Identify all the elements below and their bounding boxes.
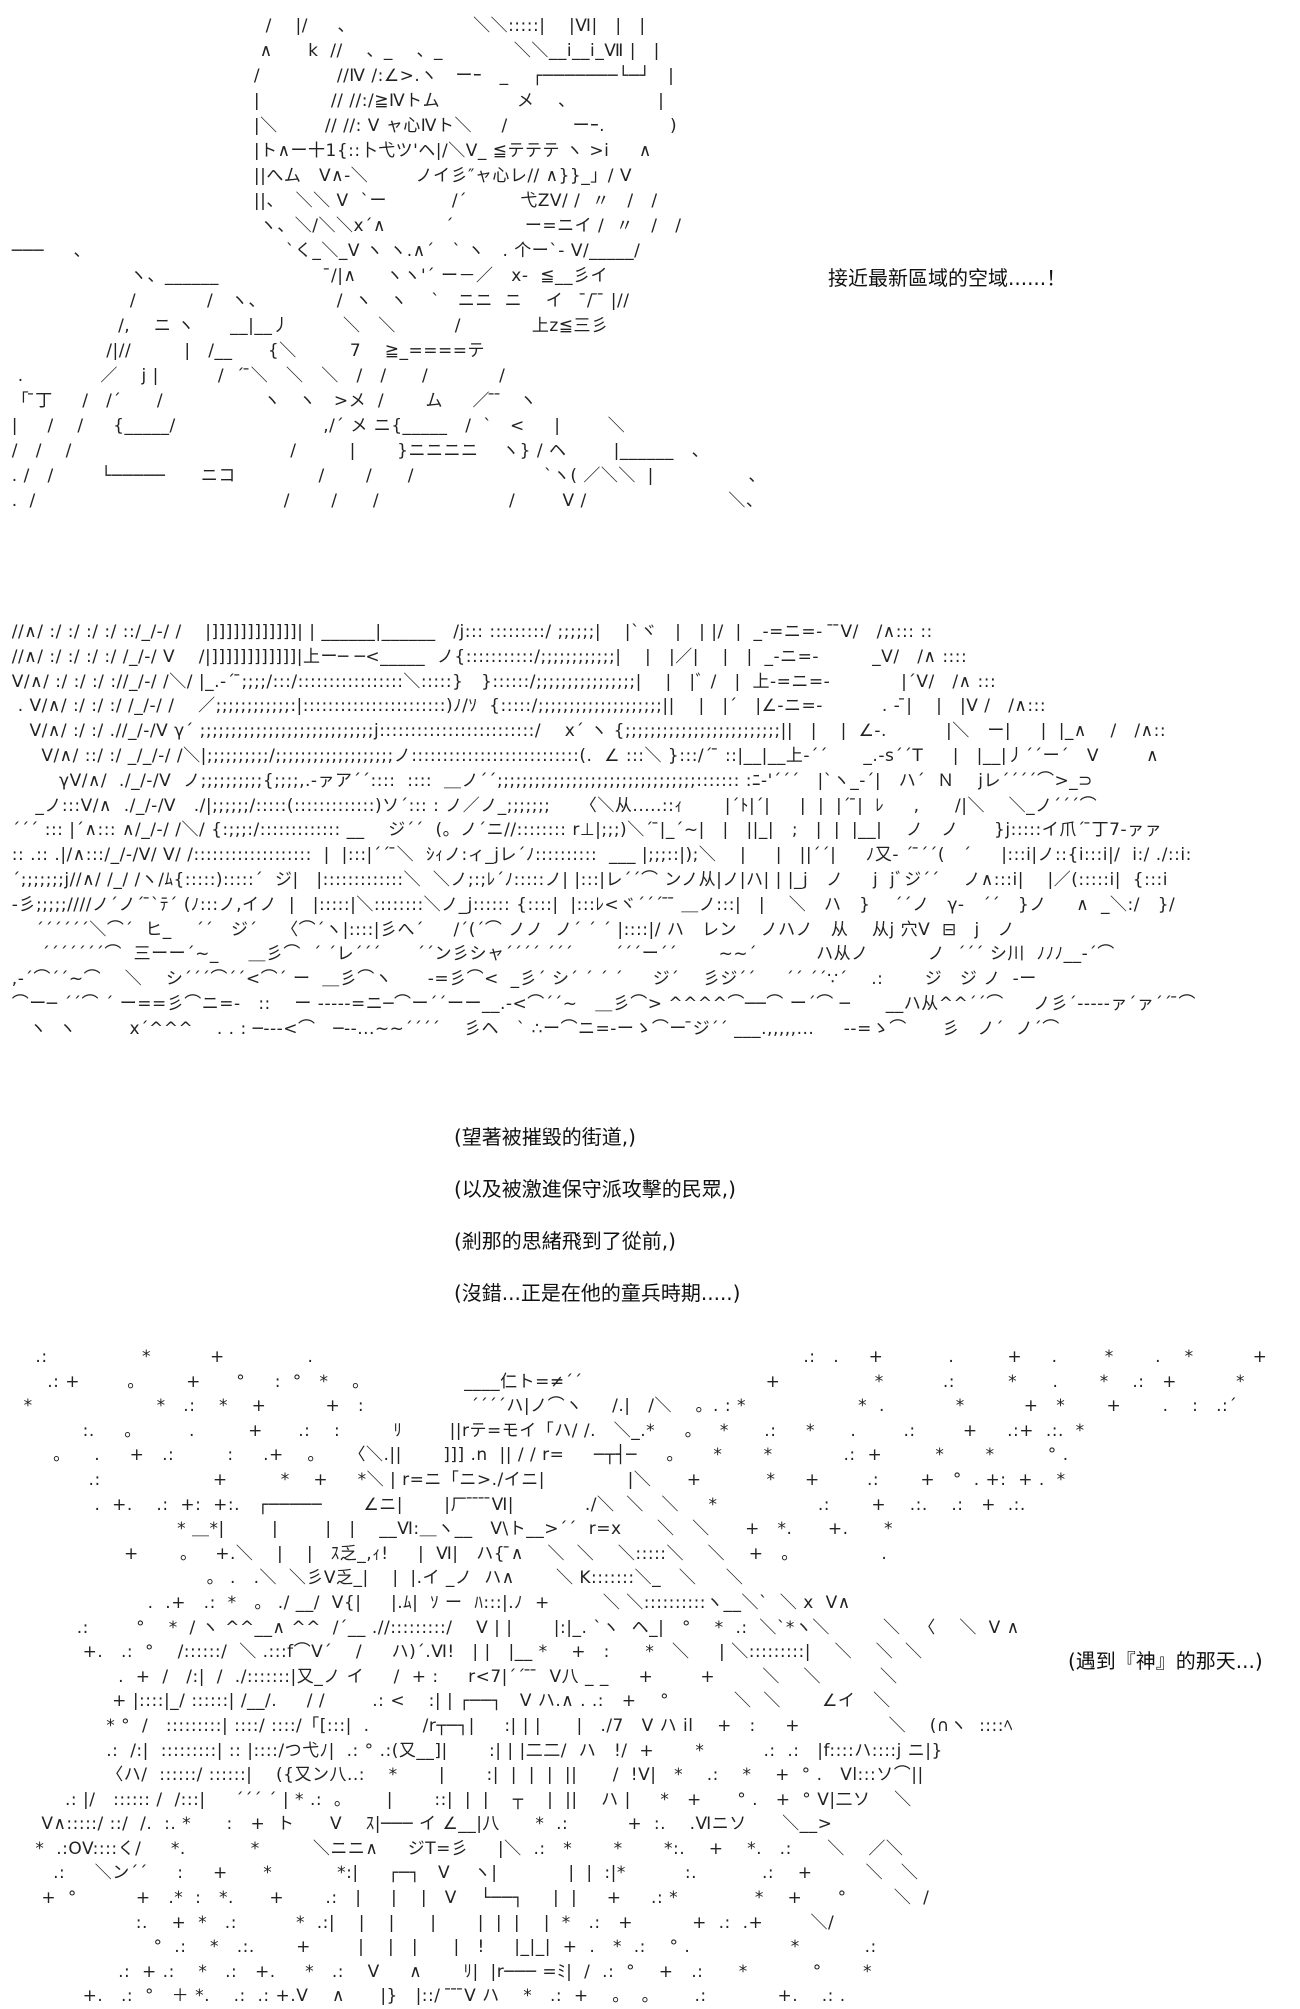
art-line: .: ° * / ヽ ^^__∧ ^^ /´__ .//:::::::::/ V… bbox=[0, 1617, 1020, 1638]
art-line: _ノ:::V/∧ ./_/-/V ./|;;;;;;/:::::(:::::::… bbox=[0, 795, 1098, 816]
art-line: ´´´´´´´⌒ 三ーー´~_ ＿彡⌒ ´ ´レ´´´ ´´ン彡シャ´´´´ ´… bbox=[0, 944, 1115, 965]
caption-panel-3: (遇到『神』的那天...) bbox=[1068, 1649, 1263, 1673]
art-line: -彡;;;;;////ノ´ノ´ ̄`ﾃ´ (ﾉ:::ノ,イノ | |:::::|… bbox=[0, 894, 1176, 915]
art-line: + |::::|_/ ::::::| /__/. / / .: < :| | ┌… bbox=[0, 1691, 891, 1712]
art-line: ´;;;;;;;j//∧/ /_/ /ヽ∕ﾑ{:::::):::::´ ジ| |… bbox=[0, 869, 1169, 890]
caption-thoughts: (剎那的思緒飛到了從前,) bbox=[454, 1229, 676, 1253]
art-line: .: |/ :::::: / /:::| ´´´ ´ | * .: 。 | ::… bbox=[0, 1789, 912, 1810]
art-line: ─── 、 `く_＼_V ヽ ヽ.∧´ ` ヽ . 个ー`- V/_____/ bbox=[0, 241, 641, 261]
art-line: ´´´´´´＼⌒´ ヒ_ ´´ ジ´ 〈⌒´ヽ|::::|彡へ´ /´(´⌒ ノ… bbox=[0, 919, 1015, 940]
art-line: . / / └───── ニコ / / / `ヽ( ／＼＼ | 、 bbox=[0, 466, 766, 486]
art-line: .: /:| :::::::::| :: |::::/つ弋ﾉ| .: ° .:(… bbox=[0, 1740, 943, 1761]
art-line: | / / {_____/ ,/´ メ ニ{_____ / ` < | ＼ bbox=[0, 416, 626, 436]
art-line: | // //:/≧Ⅳトム メ 、 | bbox=[0, 91, 665, 111]
art-line: :: .:: .|/∧:::/_/-/V/ V/ /::::::::::::::… bbox=[0, 845, 1192, 866]
art-line: ´´´ ::: |´∧::: ∧/_/-/ /＼/ {:;;;:/:::::::… bbox=[0, 820, 1163, 841]
art-line: . +. .: +: +:. ┌───── ∠ニ| |ㄏ ̄ ̄ ̄ ̄Ⅵ| .… bbox=[0, 1494, 1026, 1515]
art-line: //∧/ :/ :/ :/ :/ ::/_/-/ / |]]]]]]]]]]]]… bbox=[0, 622, 933, 642]
art-line: / |/ 、 ＼＼:::::| |Ⅵ| | | bbox=[0, 16, 646, 36]
art-line: ヽ、＼/＼＼x´∧ ´ ー=ニイ / 〃 / / bbox=[0, 216, 682, 236]
art-line: V/∧/ :/ :/ .//_/-/V γ´ ;;;;;;;;;;;;;;;;;… bbox=[0, 721, 1167, 742]
art-line: V/∧/ :/ :/ :/ ://_/-/ /＼/ |_.-´ ̄;;;;/::… bbox=[0, 671, 997, 692]
art-line: . / / / / / V / ＼、 bbox=[0, 491, 764, 511]
art-line: .: ＼ン´´ : + * *:| ┌─┐ V ヽ| | | :|* :. .:… bbox=[0, 1863, 919, 1884]
art-line: /|// | /__ {＼ 7 ≧_====テ bbox=[0, 341, 486, 361]
art-line: 〈ハ/ ::::::/ ::::::| ({又ン八..: * | :| | | … bbox=[0, 1765, 924, 1786]
art-line: .: * + . .: . + . + . * . * bbox=[0, 1347, 1268, 1367]
art-line: |＼ // //: V ャ心Ⅳト＼ / ーｰ. ) bbox=[0, 116, 678, 136]
art-line: 「 ̄丁 / /´ / ヽ ヽ >メ / ム ／ ̄ ̄ ヽ bbox=[0, 391, 537, 411]
art-line: .: + .: * .: +. * .: V ∧ ﾘ| |r─── =ﾐ| / … bbox=[0, 1961, 873, 1982]
art-line: ||、 ＼＼ V `ー /´ 弋ZV/ / 〃 / / bbox=[0, 191, 658, 211]
art-line: +. .: ° /::::::/ ＼ .:::f⌒V´ / ハ)´.Ⅵ! | |… bbox=[0, 1642, 923, 1663]
art-line: * .:OV::::く/ *. * ＼ニニ∧ ジT=彡 |＼ .: * * *:… bbox=[0, 1838, 904, 1859]
art-line: /, ニ ヽ __|__丿 ＼ ＼ / 上z≦三彡 bbox=[0, 316, 609, 336]
art-line: ||へム V∧-＼ ノイ彡″ャ心レ// ∧}}_」/ V bbox=[0, 166, 633, 186]
art-line: |ト∧ー十1{::卜弋ツ'ヘ|/＼V_ ≦テテテ ヽ >i ∧ bbox=[0, 141, 652, 161]
art-line: ∧ k // 、_ 、_ ＼＼__i__i_Ⅶ | | bbox=[0, 41, 660, 61]
art-line: ⌒ー─ ´´⌒ ´ ー==彡⌒ニ=- :: ー -----=ニ─⌒ー´´ーー__… bbox=[0, 993, 1196, 1014]
art-line: * ＿*| | | | __Ⅵ:＿ヽ__ V\ト__>´´ r=x ＼ ＼ + … bbox=[0, 1519, 893, 1540]
caption-panel-1: 接近最新區域的空域......！ bbox=[828, 266, 1067, 290]
art-line: . .+ .: * 。 ./ __/ V{| |.ﾑ| ｿ ー ﾊ:::|.ﾉ … bbox=[0, 1592, 851, 1613]
ascii-art-panel-2: //∧/ :/ :/ :/ :/ ::/_/-/ / |]]]]]]]]]]]]… bbox=[0, 620, 1196, 1042]
art-line: +. .: ° ＋ *. .: .: +.V ∧ |} |::/ ̄ ̄ ̄V … bbox=[0, 1986, 846, 2007]
art-line: ° .: * .:. + | | | | ! |_|_| + . * .: ° … bbox=[0, 1937, 877, 1958]
art-line: ,-´⌒´´~⌒ ＼ シ´´´⌒´´<⌒´ ー ＿彡⌒ヽ -=彡⌒< _彡´ シ… bbox=[0, 969, 1037, 990]
art-line: * ° / :::::::::| ::::/ ::::/「[:::| . /r┬… bbox=[0, 1715, 1013, 1736]
ascii-art-panel-1: / |/ 、 ＼＼:::::| |Ⅵ| | | ∧ k // 、_ 、_ ＼＼_… bbox=[0, 14, 766, 514]
caption-child-soldier: (沒錯...正是在他的童兵時期.....) bbox=[454, 1281, 741, 1305]
art-line: / //Ⅳ /:∠>.ヽ ーｰ _ ┌───────└─┘ | bbox=[0, 66, 675, 86]
art-line: V∧:::::/ ::/ /. :. * : + ト V ｽ|─── イ ∠__… bbox=[0, 1814, 833, 1835]
art-line: :. + * .: * .:| | | | | | | | * .: + + .… bbox=[0, 1912, 835, 1933]
art-line: //∧/ :/ :/ :/ :/ /_/-/ V /|]]]]]]]]]]]]|… bbox=[0, 646, 968, 667]
art-line: ヽ、______ ̄/|∧ ヽヽ'´ ー－／ x- ≦__彡イ bbox=[0, 266, 609, 286]
art-line: * * .: * + + : ´´´´ハ|ノ⌒ヽ /.| /＼ 。. : * *… bbox=[0, 1396, 1238, 1417]
art-line: . + / /:| / ./:::::::|又_ノ イ / + : r<7|´´… bbox=[0, 1666, 898, 1687]
art-line: . ／ j | / ´ ̄＼ ＼ ＼ / / / / bbox=[0, 366, 506, 386]
art-line: .: + * + *＼ | r=ニ「ニ>./イニ| |＼ + * + .: + … bbox=[0, 1469, 1066, 1490]
art-line: .: + 。 + ° : ° * 。 ____仁ト=≠´´ + * .: * .… bbox=[0, 1371, 1245, 1392]
art-line: 。 . .＼ ＼彡V乏_| | |.イ _ノ ハ∧ ＼ K:::::::＼_ ＼… bbox=[0, 1568, 744, 1589]
art-line: + ° + .* : *. + .: | | | V └──┐ | | + .:… bbox=[0, 1888, 930, 1909]
art-line: γV/∧/ ./_/-/V ノ;;;;;;;;;;{;;;;,.-ァア´´:::… bbox=[0, 770, 1093, 791]
art-line: / / / / | }ニニニニ ヽ} / ヘ |______ 、 bbox=[0, 441, 710, 461]
art-line: 。 . + .: : .+ 。 〈＼.|| ]]] .n || / / r= ─… bbox=[0, 1445, 1075, 1466]
art-line: :. 。 . + .: : ﾘ ||rテ=モイ「ハ/ /. ＼_.* 。 * .… bbox=[0, 1420, 1085, 1441]
art-line: / / ヽ、 / ヽ ヽ ` ニニ ニ イ ̄/ ̄ ̄ |// bbox=[0, 291, 630, 311]
art-line: + 。 +.＼ | | ｽ乏_,ｨ! | Ⅵ| ハ{ ̄∧ ＼ ＼ ＼:::::… bbox=[0, 1543, 888, 1564]
caption-people: (以及被激進保守派攻擊的民眾,) bbox=[454, 1177, 736, 1201]
art-line: . V/∧/ :/ :/ :/ /_/-/ / ／;;;;;;;;;;;;:|:… bbox=[0, 696, 1047, 717]
caption-street: (望著被摧毀的街道,) bbox=[454, 1125, 636, 1149]
ascii-art-panel-3: .: * + . .: . + . + . * . * bbox=[0, 1345, 1267, 2009]
art-line: ヽ ヽ x´^^^ . . : ─---<⌒ ─--...~~´´´´ 彡ヘ `… bbox=[0, 1018, 1060, 1039]
art-line: V/∧/ ::/ :/ _/_/-/ /＼|;;;;;;;;;;/;;;;;;;… bbox=[0, 745, 1160, 766]
